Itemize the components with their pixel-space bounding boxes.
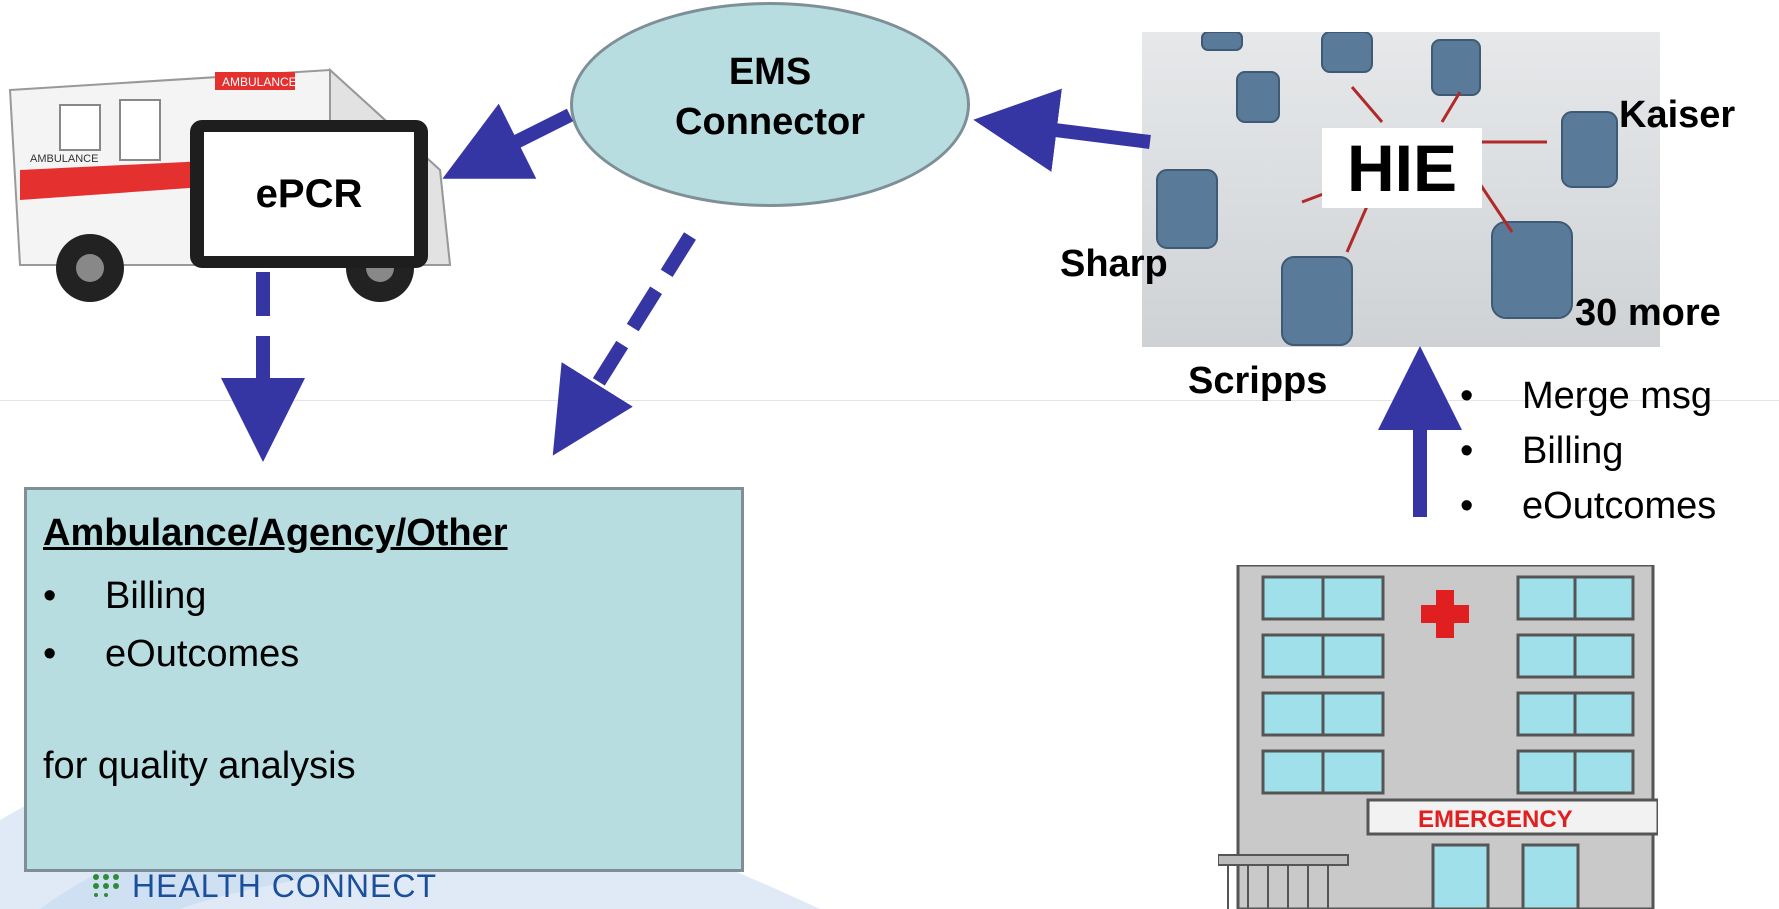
- node-label-30-more: 30 more: [1575, 292, 1721, 334]
- logo-text: HEALTH CONNECT: [132, 868, 437, 904]
- arrow-connector-to-agency: [552, 232, 696, 456]
- agency-title: Ambulance/Agency/Other: [43, 512, 508, 554]
- ems-connector-line1: EMS: [728, 51, 812, 93]
- agency-note: for quality analysis: [43, 745, 356, 787]
- logo-dots-icon: [93, 874, 119, 897]
- hie-network-image: [1142, 32, 1660, 347]
- ems-connector-node: EMS Connector: [570, 2, 970, 207]
- ambulance-side-text: AMBULANCE: [30, 153, 98, 165]
- hospital-bullet-text: Merge msg: [1522, 375, 1713, 417]
- node-label-sharp: Sharp: [1060, 243, 1168, 285]
- ems-connector-line2: Connector: [675, 101, 865, 143]
- emergency-sign: EMERGENCY: [1418, 806, 1573, 833]
- hie-label-box: HIE: [1322, 128, 1482, 208]
- hospital-bullet-item: •eOutcomes: [1460, 485, 1717, 527]
- hospital-bullet-item: •Merge msg: [1460, 375, 1713, 417]
- arrow-connector-to-epcr: [442, 103, 574, 179]
- epcr-label: ePCR: [255, 171, 363, 216]
- hospital-bullet-item: •Billing: [1460, 430, 1624, 472]
- divider-line: [0, 400, 1779, 401]
- node-label-scripps: Scripps: [1188, 360, 1328, 402]
- ambulance-roof-sign: AMBULANCE: [222, 75, 297, 89]
- epcr-tablet: ePCR: [190, 120, 428, 268]
- node-label-kaiser: Kaiser: [1619, 94, 1736, 136]
- hospital-bullet-text: Billing: [1522, 430, 1624, 472]
- agency-box: Ambulance/Agency/Other •Billing •eOutcom…: [24, 487, 744, 872]
- agency-bullet-text: eOutcomes: [105, 633, 300, 675]
- tablet-screen: ePCR: [204, 132, 414, 256]
- arrow-hie-to-connector: [973, 88, 1151, 172]
- agency-bullet-text: Billing: [105, 575, 207, 617]
- hospital-bullet-text: eOutcomes: [1522, 485, 1717, 527]
- hospital-image: EMERGENCY: [1218, 565, 1658, 909]
